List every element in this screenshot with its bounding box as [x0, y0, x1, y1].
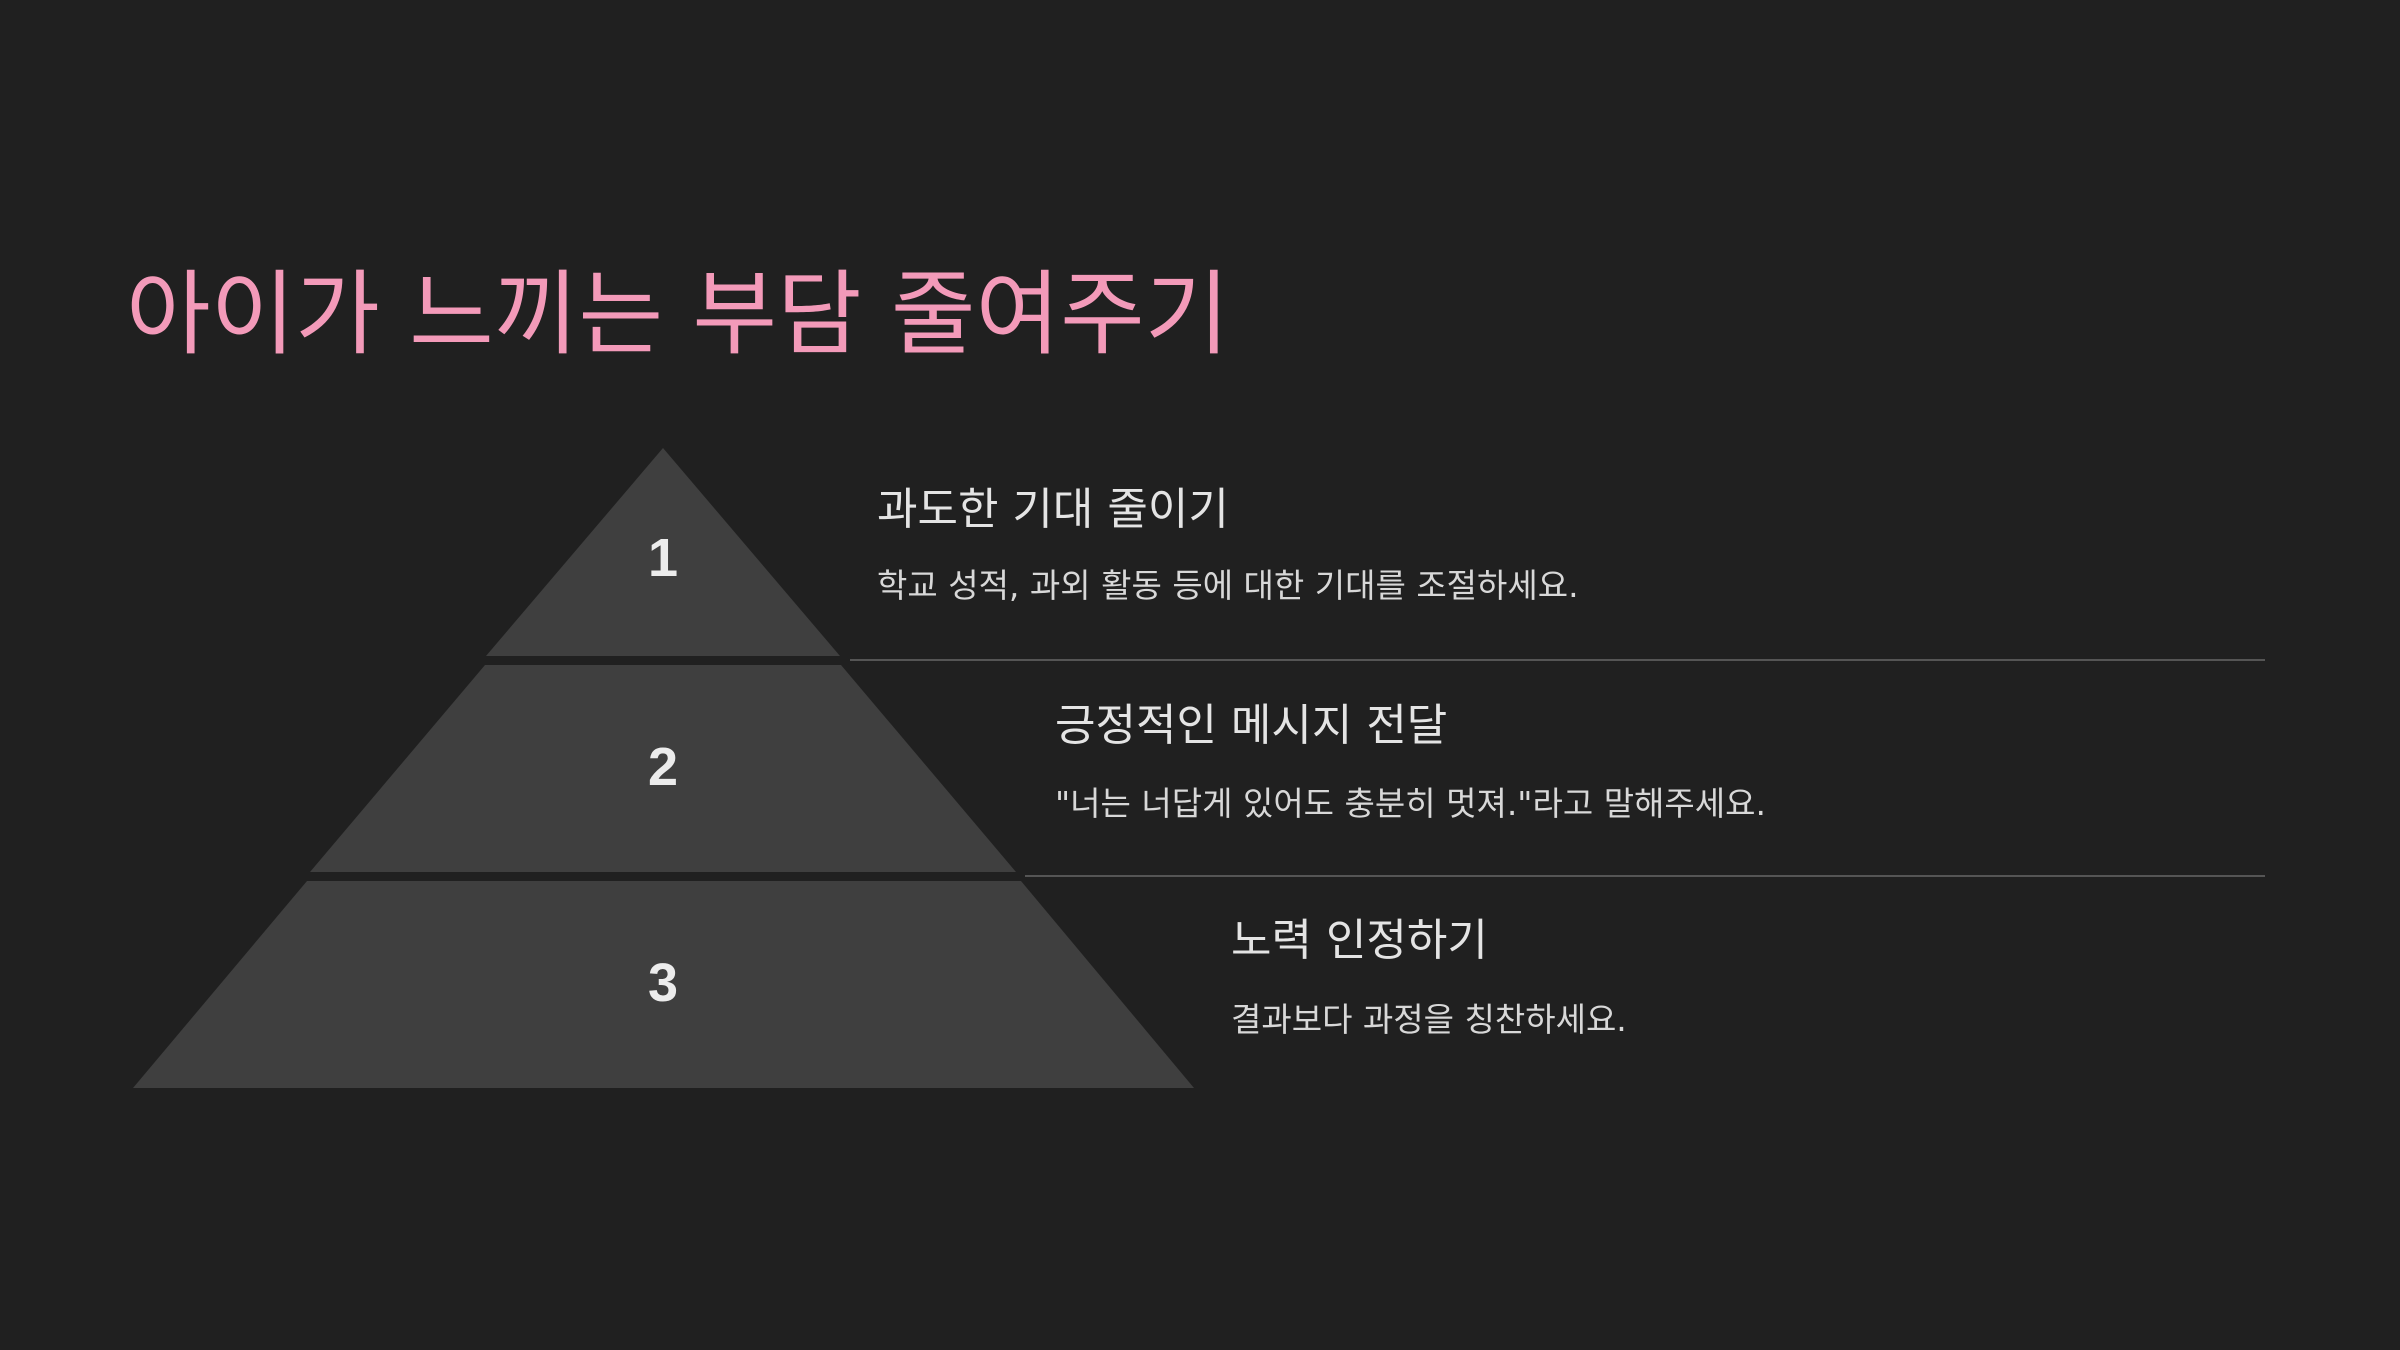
pyramid-tier-3 — [133, 881, 1194, 1088]
step-1-heading: 과도한 기대 줄이기 — [877, 484, 1229, 535]
divider-1 — [850, 659, 2265, 661]
step-3-heading: 노력 인정하기 — [1231, 915, 1488, 966]
step-3-description: 결과보다 과정을 칭찬하세요. — [1231, 1000, 1627, 1039]
tier-number-3: 3 — [648, 953, 678, 1013]
step-1-description: 학교 성적, 과외 활동 등에 대한 기대를 조절하세요. — [877, 566, 1579, 605]
step-2-heading: 긍정적인 메시지 전달 — [1055, 700, 1448, 751]
tier-number-1: 1 — [648, 528, 678, 588]
step-2-description: "너는 너답게 있어도 충분히 멋져."라고 말해주세요. — [1055, 784, 1766, 823]
pyramid-tier-2 — [310, 665, 1016, 872]
pyramid-tier-1 — [486, 448, 840, 656]
tier-number-2: 2 — [648, 737, 678, 797]
divider-2 — [1025, 875, 2265, 877]
slide-title: 아이가 느끼는 부담 줄여주기 — [126, 261, 1230, 368]
